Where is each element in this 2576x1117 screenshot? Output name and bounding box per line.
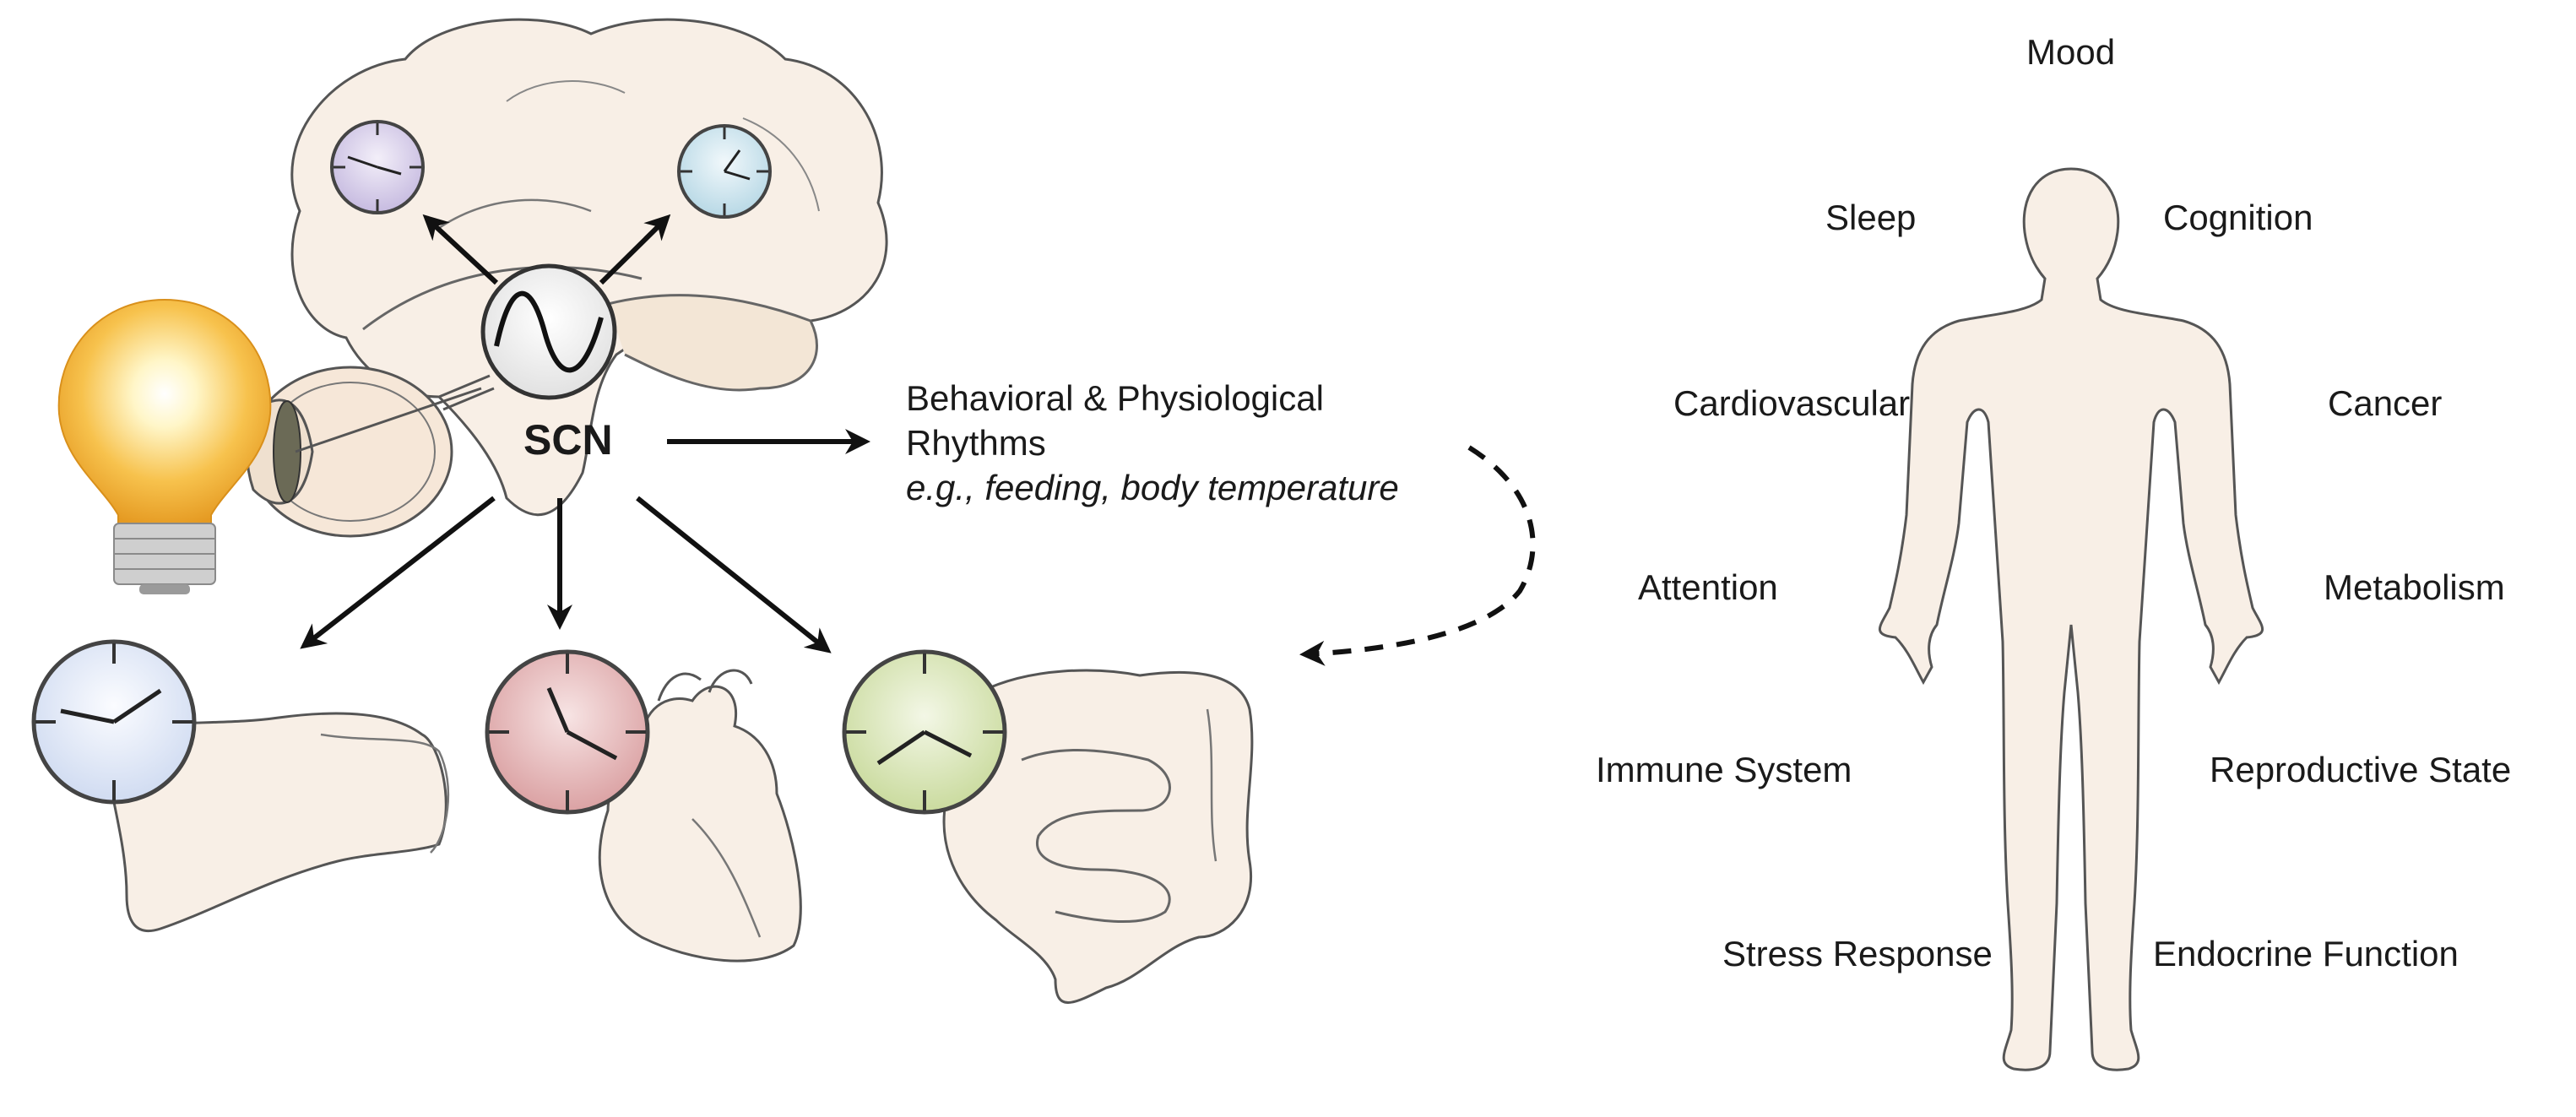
- label-cancer: Cancer: [2328, 383, 2442, 423]
- light-bulb-icon: [57, 298, 272, 594]
- clock-icon: [677, 124, 772, 219]
- arrows: [300, 214, 1536, 666]
- arrow-scn-to-liver: [300, 496, 496, 649]
- rhythms-line-1: Behavioral & Physiological: [906, 378, 1324, 418]
- label-cognition: Cognition: [2163, 198, 2313, 237]
- label-endocrine-function: Endocrine Function: [2153, 934, 2459, 973]
- label-cardiovascular: Cardiovascular: [1673, 383, 1910, 423]
- label-reproductive-state: Reproductive State: [2210, 750, 2511, 789]
- liver-icon: [100, 712, 450, 933]
- heart-icon: [598, 669, 802, 962]
- rhythms-example: e.g., feeding, body temperature: [906, 468, 1399, 507]
- label-metabolism: Metabolism: [2324, 567, 2505, 607]
- human-body-icon: [1878, 167, 2264, 1071]
- sine-wave-icon: [480, 263, 617, 400]
- arrow-scn-to-cortex-right: [599, 214, 671, 285]
- intestine-icon: [941, 669, 1254, 1004]
- scn-label: SCN: [523, 416, 613, 464]
- label-immune-system: Immune System: [1596, 750, 1852, 789]
- label-attention: Attention: [1638, 567, 1778, 607]
- rhythms-line-2: Rhythms: [906, 423, 1046, 463]
- dashed-arrow-rhythms-to-gut: [1299, 445, 1536, 666]
- clock-icon: [330, 120, 425, 214]
- label-stress-response: Stress Response: [1722, 934, 1993, 973]
- label-sleep: Sleep: [1825, 198, 1916, 237]
- label-mood: Mood: [2026, 32, 2115, 72]
- clock-icon: [31, 639, 197, 805]
- clock-icon: [842, 649, 1007, 815]
- arrow-scn-to-cortex-left: [422, 214, 499, 285]
- arrow-scn-to-gut: [636, 496, 832, 653]
- clock-icon: [485, 649, 650, 815]
